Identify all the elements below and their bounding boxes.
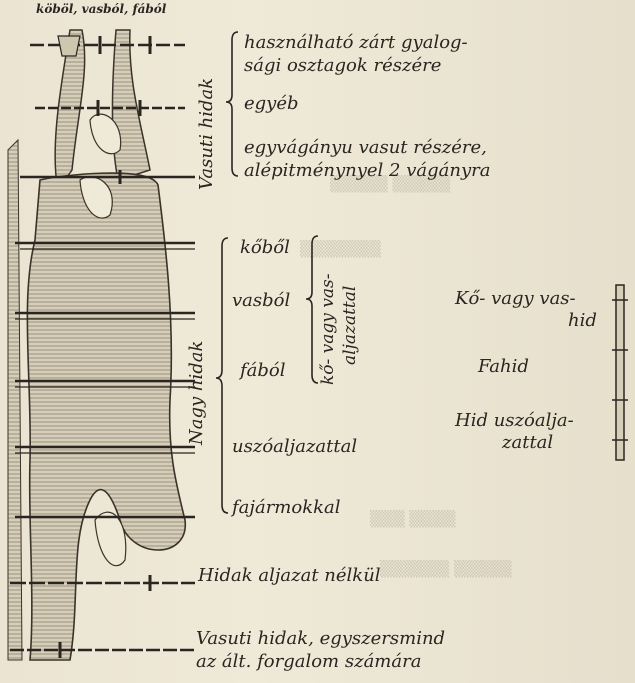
legend-wooden-bridge: Fahid bbox=[478, 356, 529, 378]
general-traffic-line1: Vasuti hidak, egyszersmind bbox=[196, 628, 445, 650]
map-title: köböl, vasból, fából bbox=[36, 2, 166, 16]
bridges-without-base: Hidak aljazat nélkül bbox=[198, 565, 381, 587]
general-traffic-line2: az ált. forgalom számára bbox=[196, 651, 421, 673]
legend-stone-iron-bridge-line2: hid bbox=[568, 310, 597, 332]
large-bridges-vertical-label: Nagy hidak bbox=[186, 341, 207, 445]
large-kobol: kőből bbox=[240, 237, 290, 259]
stone-iron-base-vertical-line2: aljazattal bbox=[340, 286, 360, 365]
rail-item1-line2: sági osztagok részére bbox=[244, 55, 441, 77]
stone-iron-base-vertical-line1: kő- vagy vas- bbox=[318, 273, 338, 385]
legend-floating-bridge-line1: Hid uszóalja- bbox=[455, 410, 574, 432]
legend-floating-bridge-line2: zattal bbox=[502, 432, 553, 454]
large-fajarmokkal: fajármokkal bbox=[232, 497, 341, 519]
river-stream-right bbox=[113, 30, 151, 180]
rail-item1-line1: használható zárt gyalog- bbox=[244, 32, 468, 54]
rail-bridges-vertical-label: Vasuti hidak bbox=[196, 78, 217, 190]
legend-stone-iron-bridge-line1: Kő- vagy vas- bbox=[455, 288, 576, 310]
large-fabol: fából bbox=[240, 360, 286, 382]
rail-item3-line1: egyvágányu vasut részére, bbox=[244, 137, 487, 159]
large-vasbol: vasból bbox=[232, 290, 290, 312]
large-uszoaljazattal: uszóaljazattal bbox=[232, 436, 357, 458]
legend-scale-bar bbox=[616, 285, 624, 460]
river-main bbox=[27, 173, 185, 660]
rail-item2: egyéb bbox=[244, 93, 299, 115]
pontoon-symbol bbox=[58, 36, 80, 56]
rail-item3-line2: alépitménynyel 2 vágányra bbox=[244, 160, 490, 182]
